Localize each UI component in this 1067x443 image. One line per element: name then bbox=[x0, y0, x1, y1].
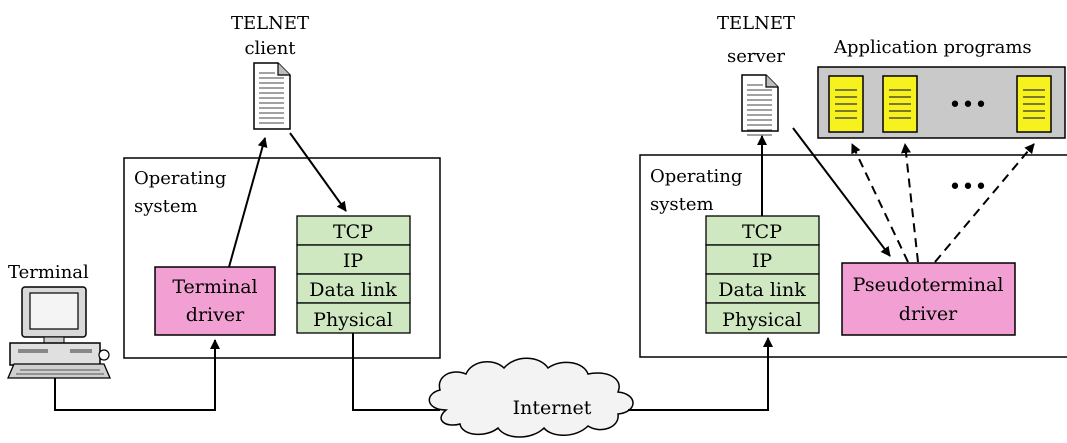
pseudoterminal-driver-box bbox=[841, 262, 1016, 336]
server-telnet-label-2: server bbox=[727, 46, 785, 67]
server-protocol-stack: TCP IP Data link Physical bbox=[705, 215, 820, 334]
pseudoterminal-driver-label-1: Pseudoterminal bbox=[853, 274, 1004, 296]
connections-ellipsis: ••• bbox=[949, 175, 988, 200]
server-stack-physical: Physical bbox=[722, 309, 802, 331]
terminal-driver-label-1: Terminal bbox=[172, 276, 257, 298]
client-stack-physical: Physical bbox=[313, 309, 393, 331]
client-document-icon bbox=[253, 62, 291, 130]
apps-ellipsis: ••• bbox=[949, 93, 988, 118]
client-stack-ip: IP bbox=[343, 250, 364, 272]
server-telnet-label-1: TELNET bbox=[717, 13, 795, 34]
terminal-driver-label-2: driver bbox=[186, 304, 245, 326]
cloud-icon bbox=[428, 357, 634, 438]
client-os-label-2: system bbox=[134, 196, 198, 217]
app-document-icon-3 bbox=[1016, 75, 1052, 133]
app-document-icon-1 bbox=[828, 75, 864, 133]
server-document-icon bbox=[741, 74, 779, 136]
terminal-driver-box bbox=[154, 266, 276, 336]
client-os-box bbox=[123, 157, 441, 359]
server-stack-tcp: TCP bbox=[742, 221, 782, 243]
computer-terminal-icon bbox=[7, 286, 111, 379]
client-telnet-label-1: TELNET bbox=[231, 13, 309, 34]
server-stack-datalink: Data link bbox=[718, 279, 806, 301]
client-os-label-1: Operating bbox=[134, 168, 226, 189]
client-stack-tcp: TCP bbox=[333, 221, 373, 243]
client-stack-datalink: Data link bbox=[309, 279, 397, 301]
server-os-label-1: Operating bbox=[650, 166, 742, 187]
terminal-label: Terminal bbox=[8, 262, 89, 283]
client-telnet-label-2: client bbox=[244, 38, 296, 59]
connection-lines bbox=[54, 127, 891, 411]
internet-label: Internet bbox=[513, 397, 592, 419]
pseudoterminal-driver-label-2: driver bbox=[899, 303, 958, 325]
server-os-box bbox=[639, 154, 1067, 358]
app-connection-lines bbox=[851, 143, 1035, 263]
server-os-label-2: system bbox=[650, 194, 714, 215]
app-document-icon-2 bbox=[882, 75, 918, 133]
server-stack-ip: IP bbox=[752, 250, 773, 272]
client-protocol-stack: TCP IP Data link Physical bbox=[296, 215, 411, 334]
apps-label: Application programs bbox=[833, 37, 1032, 58]
